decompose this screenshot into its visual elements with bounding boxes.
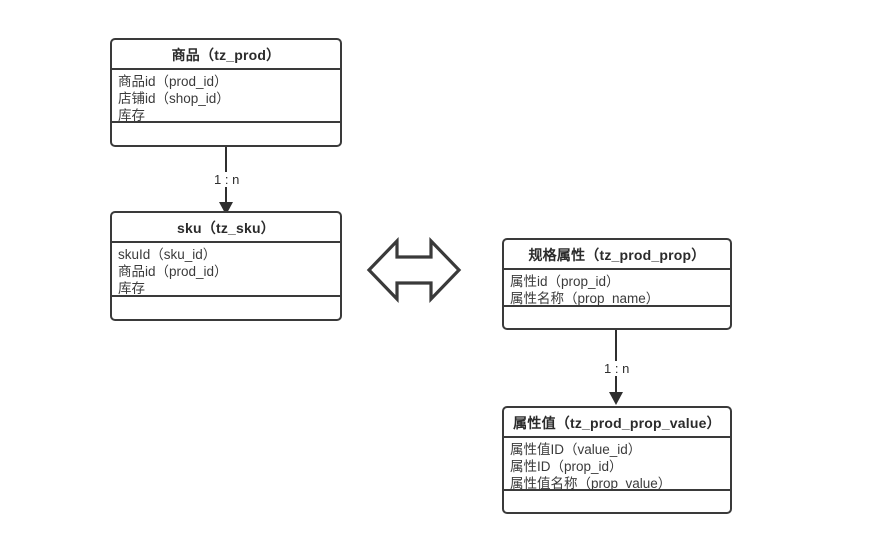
entity-field: 商品id（prod_id） (118, 264, 228, 279)
entity-tz-prod-prop-value[interactable]: 属性值（tz_prod_prop_value） 属性值ID（value_id） … (502, 406, 732, 514)
arrow-head-down-icon (609, 392, 623, 405)
entity-field: 商品id（prod_id） (118, 74, 228, 89)
entity-title: 商品（tz_prod） (112, 40, 340, 70)
entity-footer (112, 123, 340, 145)
entity-tz-prod[interactable]: 商品（tz_prod） 商品id（prod_id） 店铺id（shop_id） … (110, 38, 342, 147)
entity-field-list: 属性id（prop_id） 属性名称（prop_name） (504, 270, 730, 307)
entity-title: 规格属性（tz_prod_prop） (504, 240, 730, 270)
entity-field: 库存 (118, 281, 145, 296)
relation-label-prod-sku: 1 : n (212, 172, 242, 187)
entity-field: 属性名称（prop_name） (510, 291, 660, 306)
entity-tz-prod-prop[interactable]: 规格属性（tz_prod_prop） 属性id（prop_id） 属性名称（pr… (502, 238, 732, 330)
entity-field-list: skuId（sku_id） 商品id（prod_id） 库存 (112, 243, 340, 297)
double-arrow-horizontal-icon (366, 237, 462, 303)
entity-field: skuId（sku_id） (118, 247, 217, 262)
entity-footer (504, 491, 730, 512)
entity-footer (504, 307, 730, 328)
entity-title: 属性值（tz_prod_prop_value） (504, 408, 730, 438)
entity-field: 属性id（prop_id） (510, 274, 620, 289)
entity-title: sku（tz_sku） (112, 213, 340, 243)
entity-footer (112, 297, 340, 319)
entity-field-list: 属性值ID（value_id） 属性ID（prop_id） 属性值名称（prop… (504, 438, 730, 491)
entity-field: 属性值ID（value_id） (510, 442, 642, 457)
relation-sku-to-prop (366, 235, 462, 305)
entity-tz-sku[interactable]: sku（tz_sku） skuId（sku_id） 商品id（prod_id） … (110, 211, 342, 321)
entity-field: 店铺id（shop_id） (118, 91, 230, 106)
entity-field: 属性值名称（prop_value） (510, 476, 672, 491)
entity-field: 库存 (118, 108, 145, 123)
entity-field: 属性ID（prop_id） (510, 459, 623, 474)
relation-label-prop-prop-value: 1 : n (602, 361, 632, 376)
entity-field-list: 商品id（prod_id） 店铺id（shop_id） 库存 (112, 70, 340, 123)
